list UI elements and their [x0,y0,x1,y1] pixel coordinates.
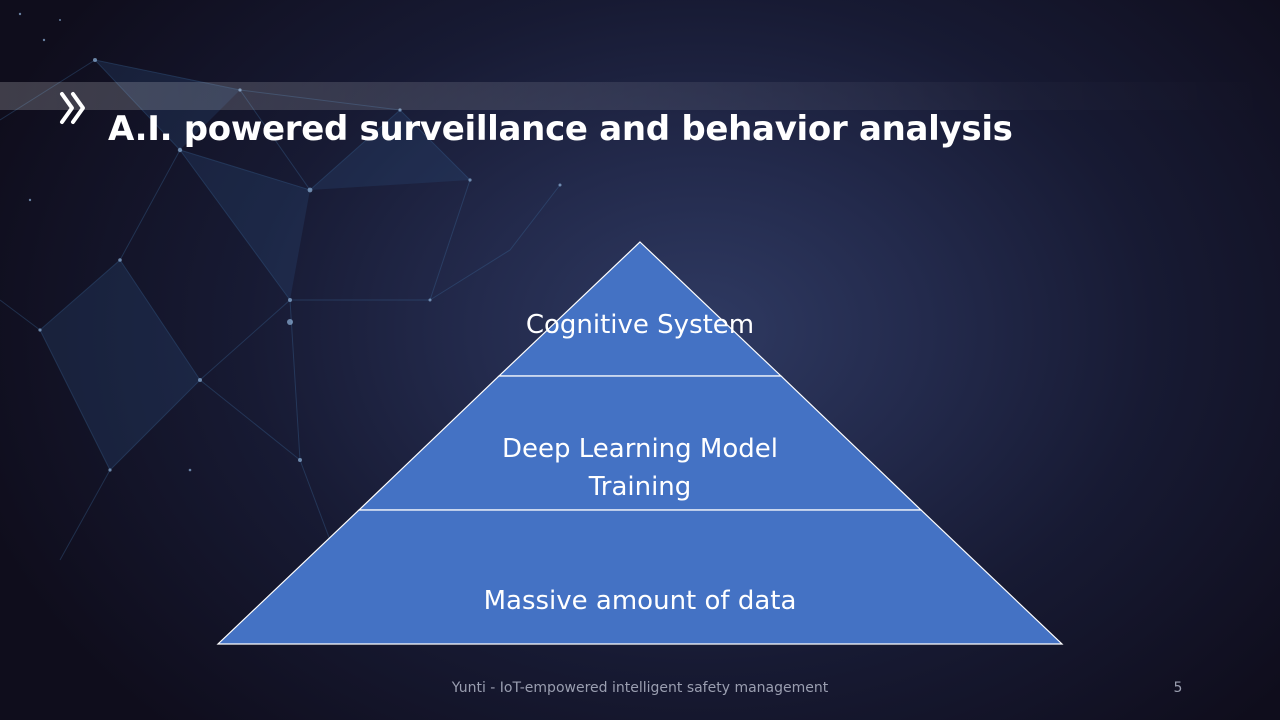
pyramid-tier-label-line: Training [588,472,692,502]
pyramid-tier-label-line: Massive amount of data [483,586,797,616]
slide-title: A.I. powered surveillance and behavior a… [108,109,1013,149]
slide-footer: Yunti - IoT-empowered intelligent safety… [451,680,829,696]
pyramid-tier-label-bottom: Massive amount of data [440,582,840,620]
pyramid-tier-label-line: Deep Learning Model [502,434,778,464]
pyramid-tier-label-middle: Deep Learning Model Training [440,430,840,506]
pyramid-tier-label-line: Cognitive System [525,310,755,340]
pyramid-tier-bottom [216,509,1064,645]
title-band [0,82,1280,110]
double-chevron-right-icon [60,92,85,124]
page-number: 5 [1173,680,1183,696]
pyramid-tier-label-top: Cognitive System [440,306,840,344]
